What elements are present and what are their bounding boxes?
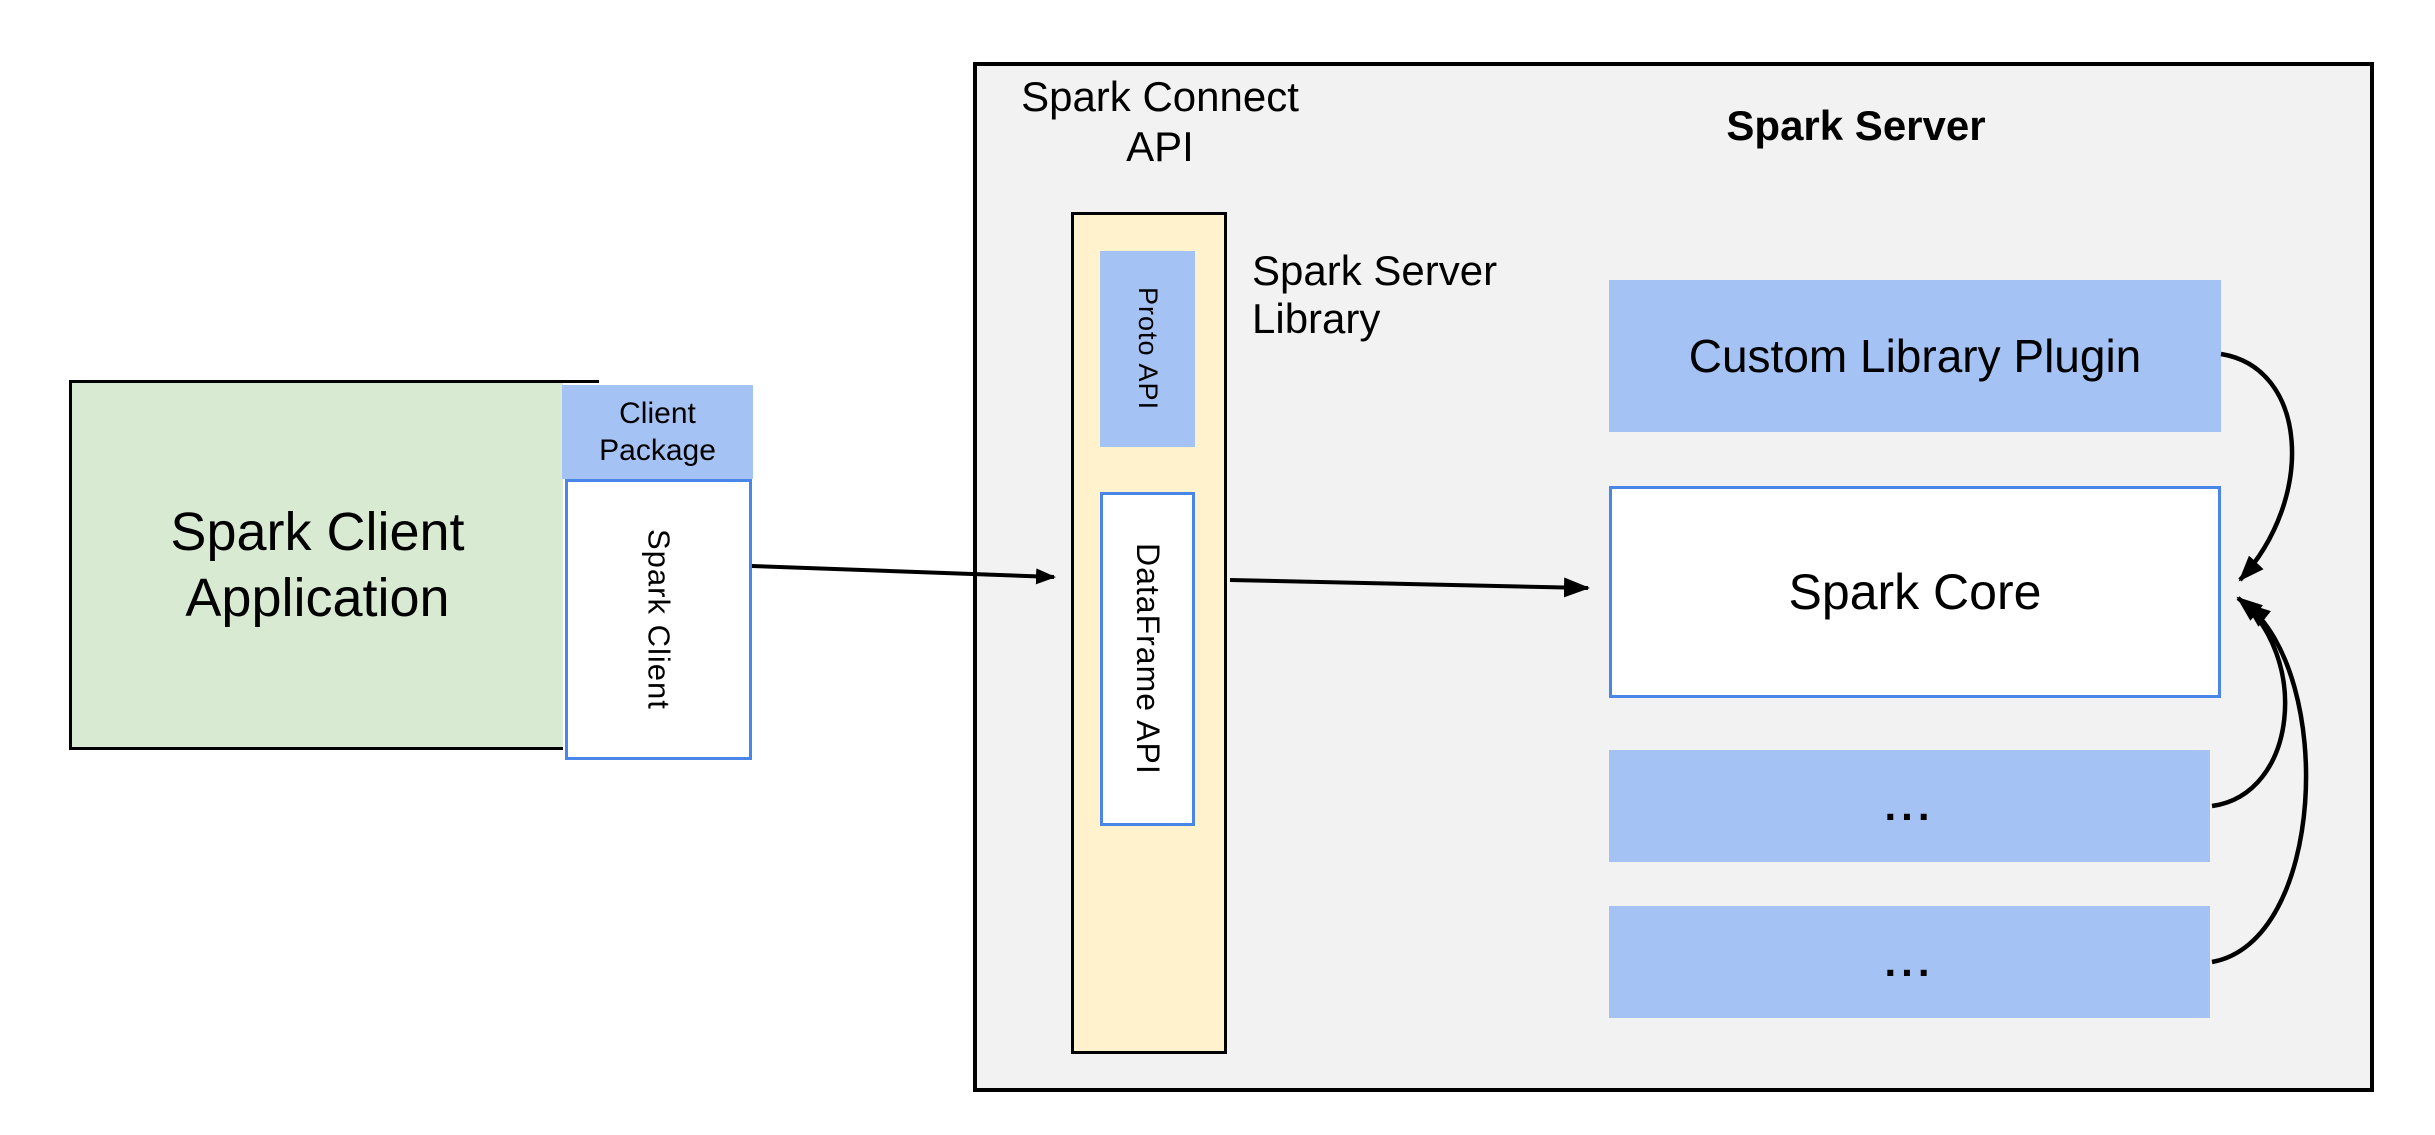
spark-client-label: Spark Client bbox=[641, 529, 677, 710]
more-plugins-label-1: ... bbox=[1884, 782, 1935, 829]
client-package-box: Client Package bbox=[562, 385, 753, 479]
proto-api-box: Proto API bbox=[1100, 251, 1195, 447]
spark-core-label: Spark Core bbox=[1788, 564, 2042, 620]
client-package-label: Client Package bbox=[599, 397, 716, 467]
dataframe-api-box: DataFrame API bbox=[1100, 492, 1195, 826]
dataframe-api-label: DataFrame API bbox=[1130, 543, 1166, 775]
more-plugins-label-2: ... bbox=[1884, 938, 1935, 985]
spark-connect-api-label: Spark Connect API bbox=[1021, 73, 1299, 170]
spark-client-application-label: Spark Client Application bbox=[170, 502, 465, 628]
more-plugins-box-1: ... bbox=[1609, 750, 2210, 862]
proto-api-label: Proto API bbox=[1133, 287, 1163, 411]
custom-library-plugin-box: Custom Library Plugin bbox=[1609, 280, 2221, 432]
spark-server-library-label: Spark Server Library bbox=[1252, 247, 1498, 342]
spark-core-box: Spark Core bbox=[1609, 486, 2221, 698]
more-plugins-box-2: ... bbox=[1609, 906, 2210, 1018]
spark-client-application-box: Spark Client Application bbox=[69, 380, 563, 750]
green-box-border-tail bbox=[563, 380, 599, 383]
spark-server-title: Spark Server bbox=[1726, 102, 1986, 149]
spark-client-box: Spark Client bbox=[565, 479, 752, 760]
custom-library-plugin-label: Custom Library Plugin bbox=[1688, 330, 2142, 382]
